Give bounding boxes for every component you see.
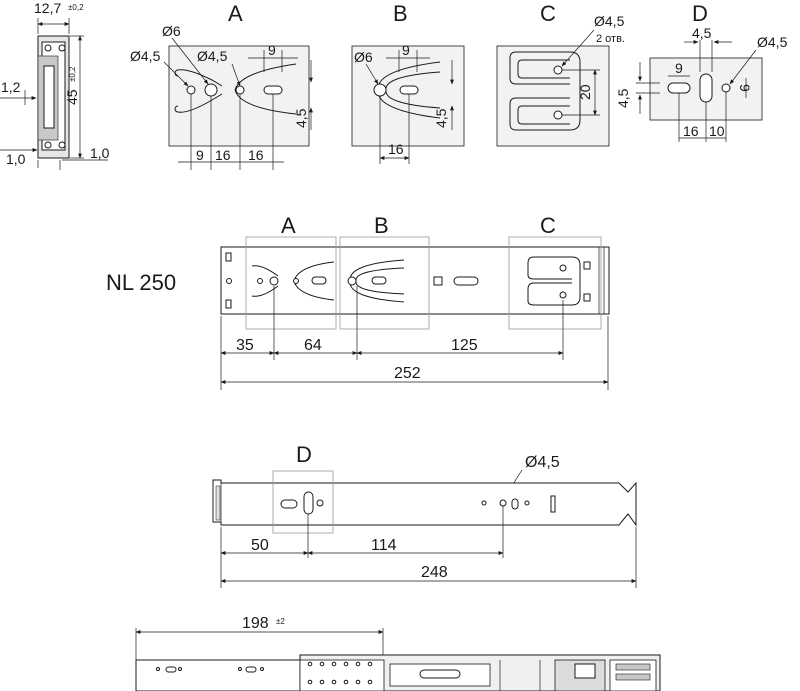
- detail-d: D 4,5 Ø4,5 9 9 4,5 16 10: [615, 1, 788, 142]
- detail-b-slot: [377, 61, 441, 119]
- detail-a-d45-mid-label: Ø4,5: [197, 48, 228, 64]
- detail-b-d6-label: Ø6: [354, 49, 373, 65]
- detail-a-d6-label: Ø6: [162, 23, 181, 39]
- detail-d-hole: [721, 83, 731, 93]
- detail-a-top-label: 9: [268, 42, 276, 58]
- rail-label-c: C: [540, 213, 556, 238]
- detail-d-side-label: 4,5: [615, 88, 631, 108]
- detail-d-top-label: 4,5: [692, 25, 712, 41]
- detail-c-hooks: [509, 51, 570, 131]
- detail-a-bottom-9: 9: [196, 147, 204, 163]
- detail-d-slot-horizontal: [667, 82, 691, 94]
- detail-a-bottom-16b: 16: [248, 147, 264, 163]
- detail-c-holes-note: 2 отв.: [596, 33, 625, 45]
- rail-body: [220, 246, 610, 315]
- profile-bottom-left-label: 1,0: [6, 151, 26, 167]
- detail-b-hole: [373, 83, 387, 97]
- detail-d-title: D: [692, 1, 708, 26]
- rail-extended: 198 ±2: [135, 615, 661, 691]
- profile-core: [43, 65, 55, 129]
- detail-a: A Ø6 Ø4,5 Ø4,5 9 4,5 9 16 16: [130, 1, 313, 170]
- rail-side-dim-50: 50: [251, 537, 269, 554]
- detail-b-side-label: 4,5: [433, 108, 449, 128]
- rail-box-c: [508, 236, 602, 330]
- detail-b-bottom-label: 16: [388, 141, 404, 157]
- detail-d-slot-vertical: [699, 73, 713, 103]
- detail-d-bottom-16: 16: [683, 123, 699, 139]
- rail-box-b: [339, 236, 430, 330]
- detail-d-bottom-10: 10: [709, 123, 725, 139]
- rail-side-label-d: D: [296, 442, 312, 467]
- detail-a-hole-small: [186, 85, 196, 95]
- detail-c-side-label: 20: [577, 84, 593, 100]
- profile-ball-top: [44, 44, 52, 52]
- detail-b-top-label: 9: [402, 42, 410, 58]
- detail-a-d45-left-label: Ø4,5: [130, 48, 161, 64]
- rail-dim-125: 125: [451, 337, 478, 354]
- detail-b-plate: [351, 45, 465, 147]
- profile-height-tol: ±0,2: [68, 66, 77, 82]
- detail-b-slot-hole: [399, 85, 419, 95]
- detail-c-d45-label: Ø4,5: [594, 13, 625, 29]
- rail-dim-252: 252: [394, 365, 421, 382]
- profile-left-label: 1,2: [1, 79, 21, 95]
- detail-a-bottom-16a: 16: [215, 147, 231, 163]
- rail-side-body: [212, 479, 637, 527]
- rail-profile: 12,7 ±0,2 45 ±0,2 1,2 1,0 1,0: [0, 0, 110, 170]
- rail-dim-64: 64: [304, 337, 322, 354]
- rail-box-a: [245, 236, 337, 330]
- profile-width-label: 12,7: [34, 0, 61, 16]
- detail-a-hole-mid: [235, 85, 245, 95]
- profile-ball-bottom: [44, 141, 52, 149]
- profile-width-tol: ±0,2: [68, 3, 84, 12]
- detail-a-title: A: [228, 1, 243, 26]
- detail-d-d45-label: Ø4,5: [757, 34, 788, 50]
- rail-side-dim-114: 114: [371, 537, 397, 554]
- profile-bottom-right-label: 1,0: [90, 145, 110, 161]
- detail-c-plate: [496, 45, 610, 147]
- rail-extended-balls: [307, 661, 373, 685]
- profile-height-label: 45: [64, 89, 80, 105]
- detail-c: C Ø4,5 2 отв. 20: [496, 1, 625, 147]
- rail-side-hole-label: Ø4,5: [525, 454, 560, 471]
- detail-b-title: B: [393, 1, 408, 26]
- detail-b: B Ø6 9 4,5 16: [351, 1, 465, 164]
- rail-nl250: NL 250 A B C: [106, 213, 610, 390]
- detail-a-slot-hole: [263, 85, 283, 95]
- rail-side-box-d: [272, 470, 334, 534]
- detail-a-hole-large: [204, 83, 218, 97]
- detail-a-side-label: 4,5: [293, 108, 309, 128]
- detail-c-hole-top: [553, 65, 563, 75]
- rail-label-a: A: [281, 213, 296, 238]
- rail-travel-tol: ±2: [276, 617, 285, 626]
- rail-model-label: NL 250: [106, 270, 176, 295]
- detail-d-right-inner-label: 9: [737, 84, 753, 92]
- rail-label-b: B: [374, 213, 389, 238]
- detail-c-hole-bottom: [553, 110, 563, 120]
- profile-ball-bottom-right: [58, 141, 66, 149]
- rail-dim-35: 35: [236, 337, 254, 354]
- rail-side-dim-248: 248: [421, 564, 448, 581]
- profile-ball-top-right: [58, 44, 66, 52]
- detail-a-left-slot: [177, 69, 223, 113]
- rail-side: D Ø4,5 50 114 248: [212, 442, 637, 588]
- rail-travel-label: 198: [242, 615, 269, 632]
- detail-a-right-slot: [234, 63, 297, 115]
- detail-c-title: C: [540, 1, 556, 26]
- detail-d-left-inner-label: 9: [675, 60, 683, 76]
